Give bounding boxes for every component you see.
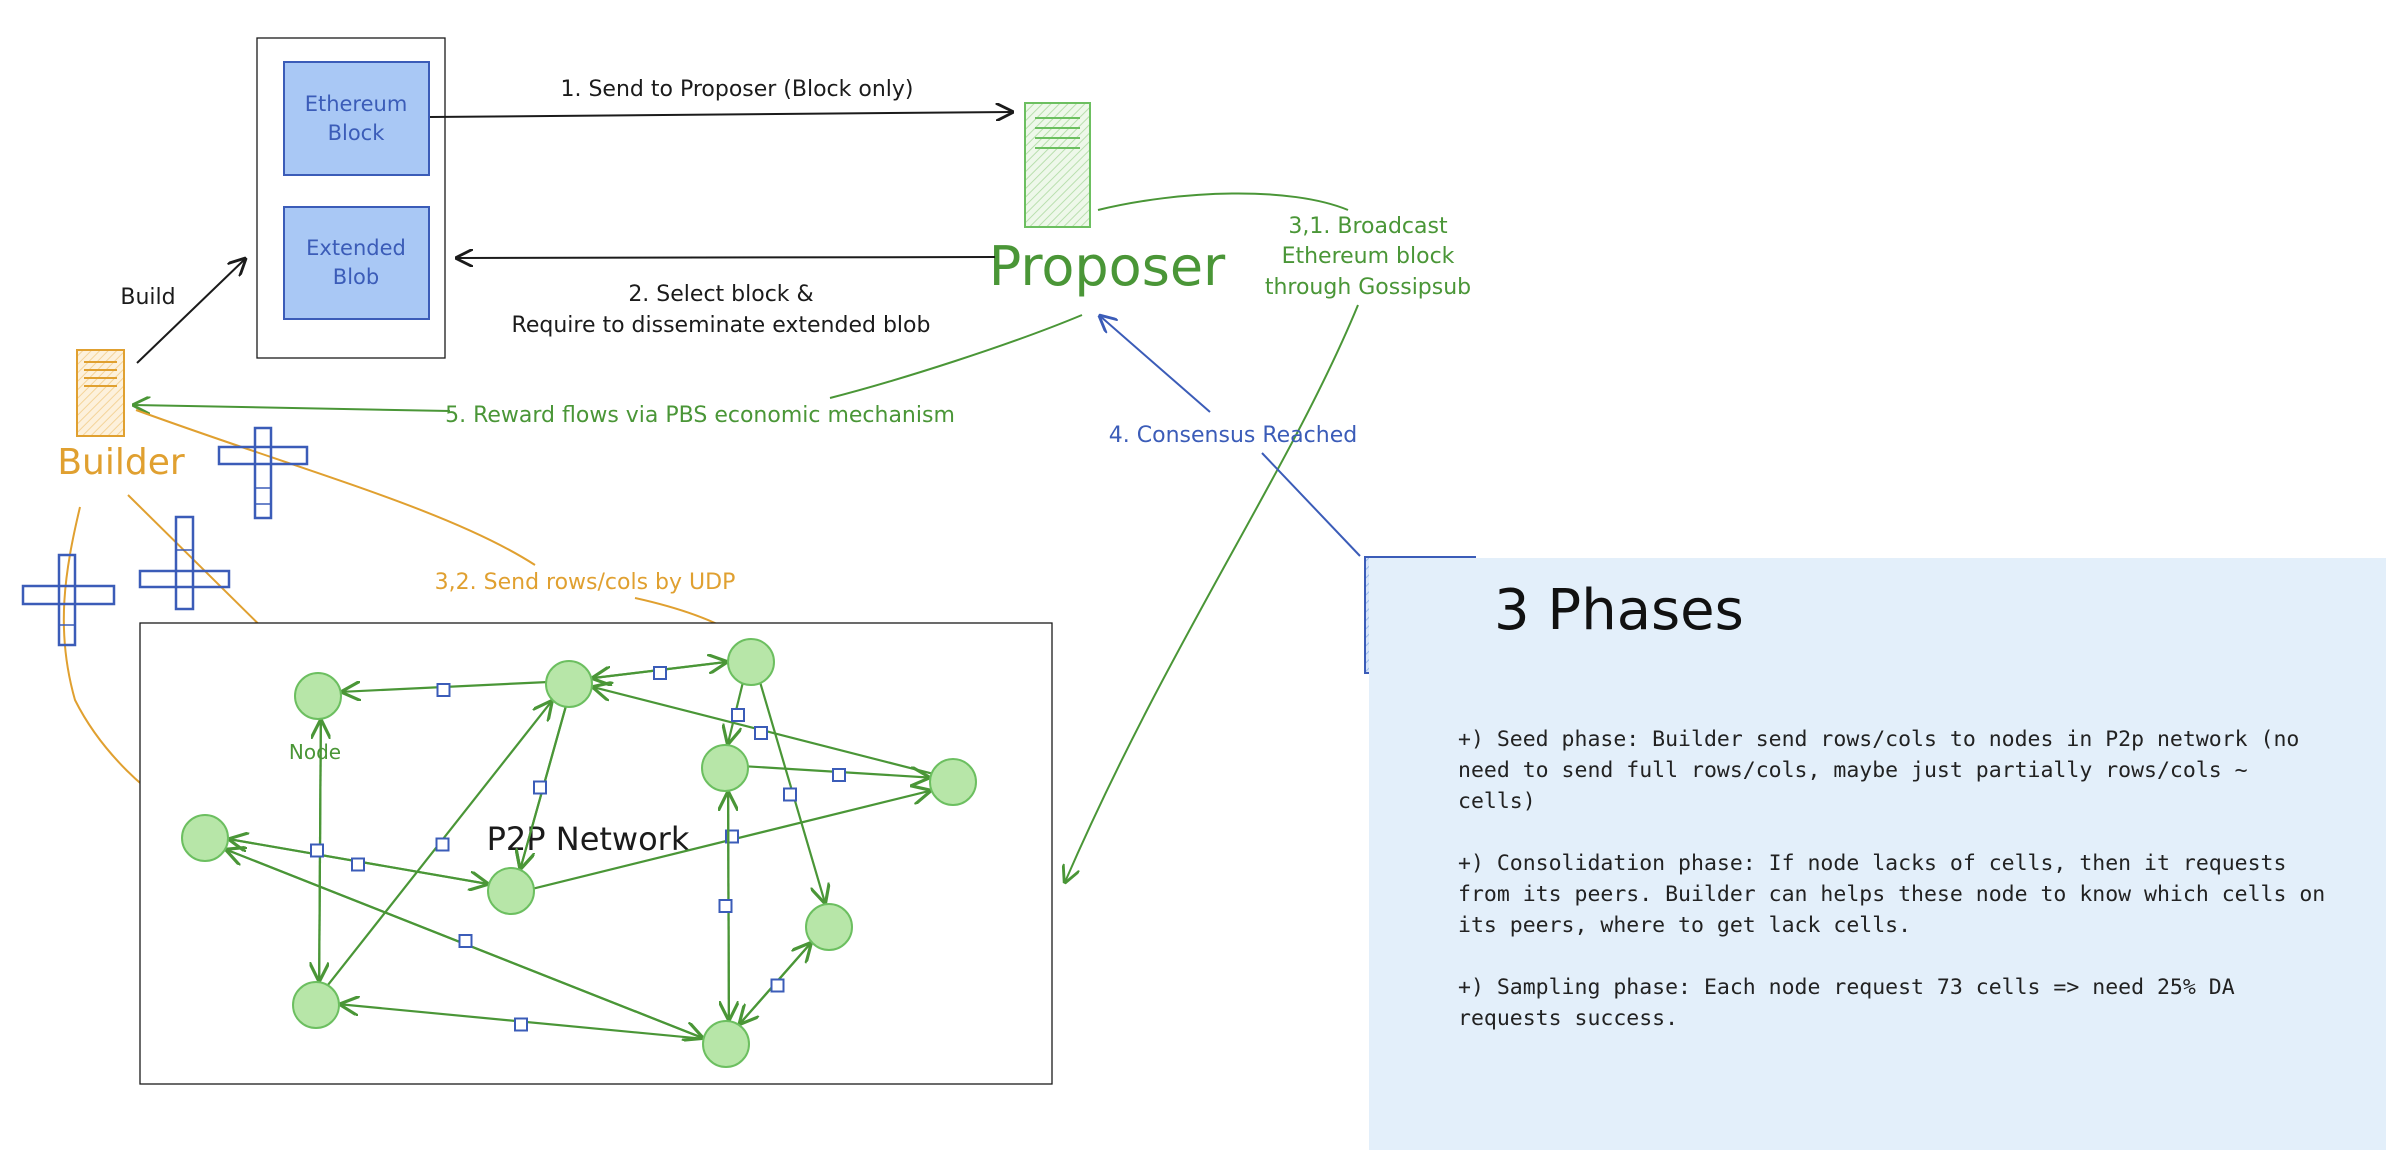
cell-packet bbox=[783, 787, 797, 802]
p2p-nodes bbox=[181, 638, 977, 1068]
builder-document-icon bbox=[76, 349, 125, 437]
blob-cross-1 bbox=[217, 426, 309, 520]
p2p-edges bbox=[225, 662, 931, 1039]
edge-broadcast-label-3: through Gossipsub bbox=[1265, 275, 1471, 300]
edge-send-to-proposer-label: 1. Send to Proposer (Block only) bbox=[560, 77, 913, 102]
node-label: Node bbox=[289, 740, 341, 764]
edge-select-block-label-2: Require to disseminate extended blob bbox=[512, 313, 931, 338]
phase-consolidation: +) Consolidation phase: If node lacks of… bbox=[1458, 851, 2326, 938]
p2p-node bbox=[294, 672, 342, 720]
ethereum-block: Ethereum Block bbox=[283, 61, 430, 176]
edge-reward: 5. Reward flows via PBS economic mechani… bbox=[134, 314, 1083, 428]
cell-packet bbox=[458, 934, 473, 948]
cell-packet bbox=[718, 899, 733, 913]
cell-packet bbox=[435, 837, 450, 852]
cell-packet bbox=[533, 780, 547, 795]
edge-broadcast-label-2: Ethereum block bbox=[1282, 244, 1455, 269]
phases-panel bbox=[1369, 558, 2386, 1150]
cell-packet bbox=[310, 843, 324, 858]
p2p-node bbox=[181, 814, 229, 862]
cell-packet bbox=[514, 1017, 528, 1032]
cell-packet bbox=[770, 978, 785, 993]
edge-select-block-label-1: 2. Select block & bbox=[628, 282, 813, 307]
edge-build: Build bbox=[120, 259, 245, 364]
blob-cross-2 bbox=[138, 515, 231, 611]
cell-packet bbox=[351, 857, 365, 872]
p2p-node bbox=[805, 903, 853, 951]
edge-select-block: 2. Select block & Require to disseminate… bbox=[457, 257, 996, 338]
p2p-node bbox=[727, 638, 775, 686]
edge-broadcast-label-1: 3,1. Broadcast bbox=[1288, 214, 1448, 239]
p2p-node bbox=[701, 744, 749, 792]
cell-packet bbox=[754, 726, 768, 740]
proposer-label: Proposer bbox=[989, 235, 1226, 298]
phase-seed: +) Seed phase: Builder send rows/cols to… bbox=[1458, 727, 2300, 814]
edge-send-rows-cols-label: 3,2. Send rows/cols by UDP bbox=[435, 570, 736, 595]
cell-packet bbox=[832, 768, 846, 782]
edge-consensus-label: 4. Consensus Reached bbox=[1109, 423, 1357, 448]
edge-reward-label: 5. Reward flows via PBS economic mechani… bbox=[445, 403, 955, 428]
edge-build-label: Build bbox=[120, 285, 175, 310]
edge-broadcast: 3,1. Broadcast Ethereum block through Go… bbox=[1065, 192, 1471, 882]
phase-sampling: +) Sampling phase: Each node request 73 … bbox=[1458, 975, 2235, 1031]
p2p-node bbox=[545, 660, 593, 708]
p2p-node bbox=[292, 981, 340, 1029]
phases-title: 3 Phases bbox=[1494, 578, 1744, 643]
cell-packet bbox=[653, 666, 667, 680]
phases-list: +) Seed phase: Builder send rows/cols to… bbox=[1458, 724, 2338, 1065]
p2p-node bbox=[702, 1020, 750, 1068]
p2p-node bbox=[487, 867, 535, 915]
p2p-network-title: P2P Network bbox=[487, 820, 690, 858]
proposer-document-icon bbox=[1024, 102, 1091, 228]
builder-label: Builder bbox=[57, 442, 185, 483]
ethereum-block-label-1: Ethereum bbox=[305, 92, 408, 116]
edge-consensus: 4. Consensus Reached bbox=[1100, 316, 1361, 557]
blob-cross-3 bbox=[21, 553, 116, 647]
cell-packet bbox=[731, 708, 745, 722]
extended-blob-label-1: Extended bbox=[306, 236, 406, 260]
extended-blob-label-2: Blob bbox=[333, 265, 379, 289]
p2p-network-container: P2P Network Node bbox=[139, 622, 1053, 1085]
edge-send-to-proposer: 1. Send to Proposer (Block only) bbox=[429, 77, 1012, 117]
block-container: Ethereum Block Extended Blob bbox=[256, 37, 446, 359]
extended-blob: Extended Blob bbox=[283, 206, 430, 320]
p2p-node bbox=[929, 758, 977, 806]
cell-packet bbox=[436, 683, 451, 697]
ethereum-block-label-2: Block bbox=[328, 121, 386, 145]
